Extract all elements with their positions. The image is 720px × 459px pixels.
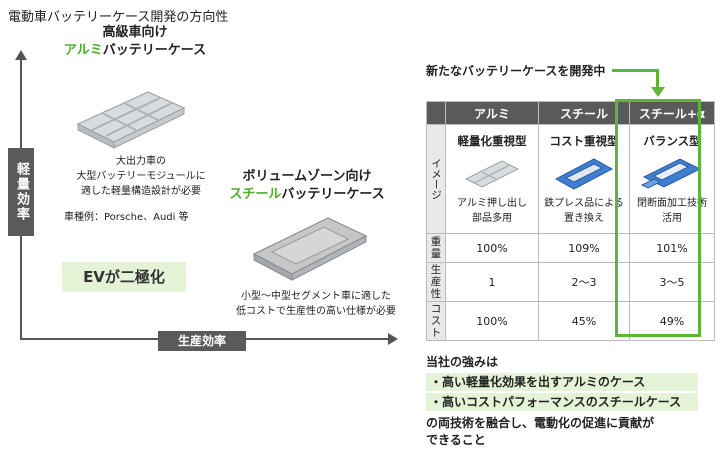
type-aluminium: 軽量化重視型 (457, 133, 527, 148)
weight-steel: 109% (538, 233, 630, 263)
note-aluminium-1: アルミ押し出し (457, 197, 527, 209)
premium-description: 大出力車の 大型バッテリーモジュールに 適した軽量構造設計が必要 (56, 154, 226, 199)
ev-polarization-label: EVが二極化 (62, 262, 186, 292)
weight-aluminium: 100% (445, 233, 539, 263)
productivity-aluminium: 1 (445, 262, 539, 302)
volume-desc-line2: 低コストで生産性の高い仕様が必要 (236, 306, 396, 317)
note-steel-plus-1: 閉断面加工技術 (637, 197, 707, 209)
row-label-image: イメージ (426, 124, 446, 234)
premium-desc-line2: 大型バッテリーモジュールに (76, 171, 206, 182)
strength-item-steel: ・高いコストパフォーマンスのスチールケース (426, 393, 698, 411)
vertical-axis-label: 軽量効率 (8, 148, 34, 236)
image-cell-steel: コスト重視型 鉄プレス品による 置き換え (538, 124, 630, 234)
horizontal-axis-label: 生産効率 (158, 331, 246, 351)
premium-desc-line1: 大出力車の (116, 156, 166, 167)
volume-heading: ボリュームゾーン向け スチールバッテリーケース (222, 168, 392, 204)
type-steel-plus: バランス型 (643, 133, 701, 148)
premium-material: アルミ (63, 43, 103, 58)
highlight-frame (615, 99, 701, 337)
steel-case-thumb (554, 157, 614, 190)
callout-connector (612, 69, 658, 72)
note-steel-plus-2: 活用 (662, 212, 682, 224)
cost-aluminium: 100% (445, 301, 539, 341)
volume-heading-line2: スチールバッテリーケース (222, 186, 392, 204)
conclusion-line1: の両技術を融合し、電動化の促進に貢献が (426, 416, 655, 430)
arrow-up-icon (15, 50, 27, 60)
steel-case-image (252, 217, 368, 281)
volume-material: スチール (229, 187, 282, 202)
premium-models: 車種例：Porsche、Audi 等 (64, 212, 189, 223)
volume-description: 小型～中型セグメント車に適した 低コストで生産性の高い仕様が必要 (226, 289, 406, 319)
column-header-aluminium: アルミ (445, 101, 539, 125)
comparison-table: アルミ スチール スチール+α イメージ 軽量化重視型 アルミ押し出し 部品多用… (426, 101, 715, 341)
volume-desc-line1: 小型～中型セグメント車に適した (241, 291, 391, 302)
note-steel-2: 置き換え (564, 212, 604, 224)
row-label-productivity: 生産性 (426, 262, 446, 302)
aluminium-case-image (76, 91, 186, 149)
conclusion-line2: できること (426, 433, 486, 447)
note-steel-1: 鉄プレス品による (544, 197, 624, 209)
table-corner (426, 101, 446, 125)
strengths-title: 当社の強みは (426, 355, 499, 369)
callout-connector-down (656, 69, 659, 89)
callout-arrow-icon (651, 87, 665, 97)
aluminium-case-thumb (464, 159, 520, 188)
cost-steel: 45% (538, 301, 630, 341)
steel-plus-case-thumb (640, 157, 702, 189)
page-title: 電動車バッテリーケース開発の方向性 (8, 10, 229, 25)
premium-heading-line1: 高級車向け (102, 25, 168, 40)
image-cell-aluminium: 軽量化重視型 アルミ押し出し 部品多用 (445, 124, 539, 234)
premium-desc-line3: 適した軽量構造設計が必要 (81, 186, 201, 197)
strengths-conclusion: の両技術を融合し、電動化の促進に貢献が できること (426, 415, 654, 449)
premium-heading-line2: アルミバッテリーケース (60, 42, 210, 60)
premium-heading: 高級車向け アルミバッテリーケース (60, 24, 210, 60)
volume-heading-line1: ボリュームゾーン向け (242, 169, 372, 184)
row-label-weight: 重量 (426, 233, 446, 263)
callout-text: 新たなバッテリーケースを開発中 (426, 64, 606, 78)
volume-case-word: バッテリーケース (281, 187, 385, 202)
type-steel: コスト重視型 (549, 133, 619, 148)
arrow-right-icon (388, 333, 398, 345)
row-label-cost: コスト (426, 301, 446, 341)
strength-item-aluminium: ・高い軽量化効果を出すアルミのケース (426, 373, 698, 391)
note-aluminium-2: 部品多用 (472, 212, 512, 224)
premium-case-word: バッテリーケース (102, 43, 207, 58)
